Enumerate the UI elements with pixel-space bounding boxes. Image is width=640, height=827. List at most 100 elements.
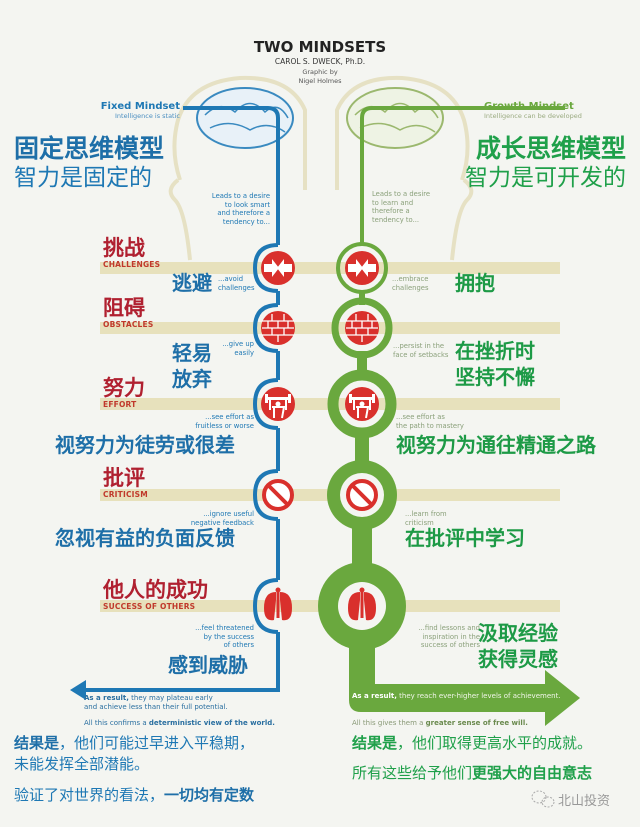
- text-line: ...learn from: [405, 510, 447, 518]
- fixed-leads-to: Leads to a desire to look smart and ther…: [200, 192, 270, 226]
- growth-brain-icon: [346, 87, 444, 149]
- category-success-of-others: 他人的成功 SUCCESS OF OTHERS: [103, 578, 208, 611]
- fixed-criticism-en: ...ignore useful negative feedback: [176, 510, 254, 527]
- text-line: and achieve less than their full potenti…: [84, 703, 228, 711]
- growth-leads-to: Leads to a desire to learn and therefore…: [372, 190, 452, 224]
- text-line: Leads to a desire: [372, 190, 431, 198]
- growth-mindset-subtitle: Intelligence can be developed: [484, 112, 582, 120]
- text-line: ...feel threatened: [195, 624, 254, 632]
- fixed-obstacles-en: ...give up easily: [218, 340, 254, 357]
- category-cn: 挑战: [103, 236, 145, 260]
- weightlifter-icon: [261, 387, 379, 421]
- text-line: ，他们可能过早进入平稳期，: [59, 734, 255, 752]
- fixed-path: [82, 106, 280, 692]
- fixed-challenges-cn: 逃避: [172, 271, 212, 295]
- text-line: by the success: [203, 632, 254, 641]
- wechat-icon: [531, 790, 555, 808]
- text-line: they may plateau early: [131, 694, 213, 702]
- fixed-effort-en: ...see effort as fruitless or worse: [180, 413, 254, 430]
- text-line: ...find lessons and: [418, 624, 480, 632]
- text-line: ...embrace: [392, 275, 429, 283]
- text-line: ...see effort as: [205, 413, 254, 421]
- prohibited-icon: [262, 479, 378, 511]
- fixed-cn-subtitle: 智力是固定的: [14, 165, 152, 191]
- category-cn: 批评: [103, 466, 145, 490]
- category-challenges: 挑战 CHALLENGES: [103, 236, 160, 269]
- confirm-bold: greater sense of free will.: [425, 719, 528, 727]
- fixed-effort-cn: 视努力为徒劳或很差: [55, 433, 235, 457]
- text-line: tendency to...: [222, 217, 270, 226]
- category-obstacles: 阻碍 OBSTACLES: [103, 296, 153, 329]
- category-criticism: 批评 CRITICISM: [103, 466, 148, 499]
- growth-challenges-cn: 拥抱: [455, 271, 495, 295]
- page-title: TWO MINDSETS: [253, 38, 387, 56]
- fixed-challenges-en: ...avoid challenges: [218, 275, 255, 292]
- growth-conclusion-cn: 所有这些给予他们更强大的自由意志: [352, 763, 592, 784]
- arrows-collide-icon: [261, 251, 379, 285]
- result-bold: As a result,: [352, 692, 397, 700]
- fixed-success-cn: 感到威胁: [168, 653, 248, 677]
- category-en: OBSTACLES: [103, 320, 154, 329]
- growth-confirm-en: All this gives them a greater sense of f…: [352, 719, 528, 727]
- fixed-brain-icon: [196, 87, 294, 149]
- text-line: ...persist in the: [393, 342, 445, 350]
- text-line: face of setbacks: [393, 350, 449, 359]
- text-line: inspiration in the: [422, 632, 480, 641]
- text-line: 轻易: [172, 341, 212, 365]
- conclusion-bold: 更强大的自由意志: [472, 764, 593, 782]
- text-line: ...ignore useful: [203, 510, 254, 518]
- text-line: negative feedback: [190, 518, 254, 527]
- category-cn: 努力: [103, 376, 145, 400]
- result-bold: 结果是: [14, 734, 60, 752]
- author: CAROL S. DWECK, Ph.D.: [274, 57, 366, 66]
- text-line: ...give up: [222, 340, 254, 348]
- text-line: 验证了对世界的看法，: [14, 786, 165, 804]
- text-line: criticism: [405, 518, 434, 527]
- watermark-text: 北山投资: [558, 794, 611, 809]
- text-line: 坚持不懈: [455, 365, 535, 389]
- credit-line-2: Nigel Holmes: [298, 77, 342, 85]
- text-line: of others: [223, 641, 254, 649]
- fixed-cn-title: 固定思维模型: [14, 134, 165, 163]
- text-line: easily: [234, 348, 254, 357]
- fixed-mindset-subtitle: Intelligence is static: [115, 112, 180, 120]
- text-line: to look smart: [224, 200, 270, 209]
- category-en: CRITICISM: [103, 490, 148, 499]
- text-line: they reach ever-higher levels of achieve…: [399, 692, 561, 700]
- category-cn: 阻碍: [103, 296, 145, 320]
- growth-obstacles-cn: 在挫折时 坚持不懈: [455, 338, 535, 390]
- growth-head-outline: [335, 75, 474, 261]
- fixed-obstacles-cn: 轻易 放弃: [172, 340, 212, 392]
- fixed-mindset-name: Fixed Mindset: [100, 101, 180, 112]
- growth-criticism-cn: 在批评中学习: [405, 526, 525, 550]
- text-line: challenges: [392, 283, 429, 292]
- fixed-success-en: ...feel threatened by the success of oth…: [180, 624, 254, 650]
- fixed-criticism-cn: 忽视有益的负面反馈: [55, 526, 235, 550]
- text-line: ...avoid: [218, 275, 244, 283]
- growth-mindset-label: Growth Mindset Intelligence can be devel…: [484, 101, 624, 120]
- growth-criticism-en: ...learn from criticism: [405, 510, 447, 527]
- text-line: 汲取经验: [478, 621, 558, 645]
- category-cn: 他人的成功: [103, 578, 208, 602]
- fixed-result-cn: 结果是，他们可能过早进入平稳期， 未能发挥全部潜能。: [14, 733, 254, 775]
- text-line: All this gives them a: [352, 719, 424, 727]
- growth-result-cn: 结果是，他们取得更高水平的成就。: [352, 733, 592, 754]
- text-line: All this confirms a: [84, 719, 147, 727]
- band-obstacles: [100, 322, 560, 334]
- text-line: the path to mastery: [396, 421, 464, 430]
- text-line: success of others: [420, 641, 480, 649]
- credit-line-1: Graphic by: [302, 68, 338, 76]
- category-en: EFFORT: [103, 400, 137, 409]
- category-effort: 努力 EFFORT: [103, 376, 145, 409]
- text-line: 放弃: [172, 367, 212, 391]
- text-line: 在挫折时: [455, 339, 535, 363]
- growth-success-en: ...find lessons and inspiration in the s…: [408, 624, 480, 650]
- growth-cn-title: 成长思维模型: [475, 134, 626, 163]
- brick-wall-icon: [261, 311, 379, 345]
- text-line: fruitless or worse: [195, 421, 254, 430]
- band-challenges: [100, 262, 560, 274]
- growth-obstacles-en: ...persist in the face of setbacks: [393, 342, 448, 359]
- text-line: tendency to...: [372, 215, 420, 224]
- fixed-arrow-left-icon: [70, 680, 86, 700]
